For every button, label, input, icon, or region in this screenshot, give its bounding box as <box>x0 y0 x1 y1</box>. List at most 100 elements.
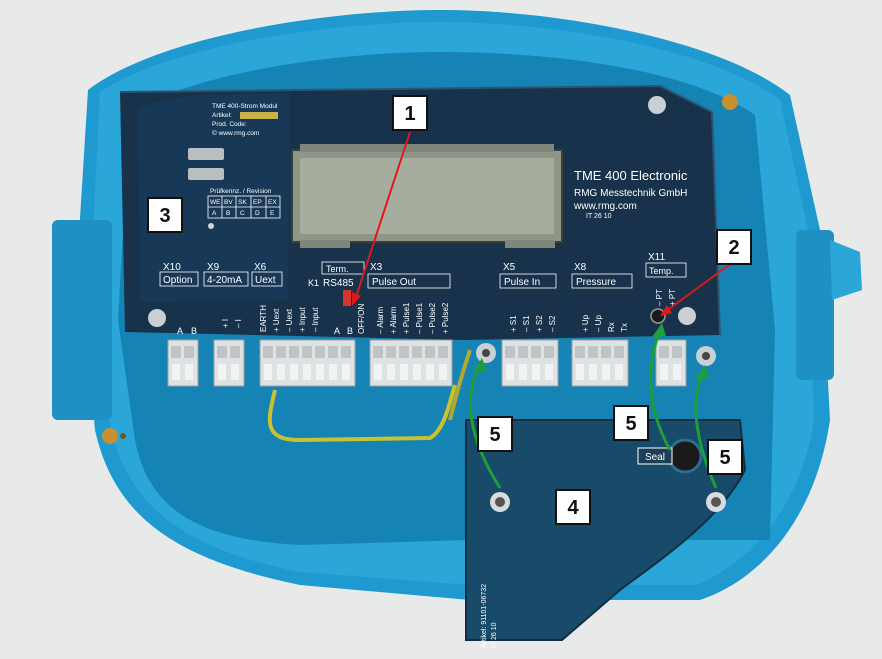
terminal-x3[interactable] <box>369 339 453 387</box>
terminal-clamp[interactable] <box>672 346 682 358</box>
terminal-clamp[interactable] <box>171 346 181 358</box>
svg-text:X10: X10 <box>163 262 181 273</box>
terminal-slot <box>342 364 350 380</box>
cover-plate: Seal Artikel: 91101-06732 IT 26 10 <box>465 419 747 648</box>
terminal-clamp[interactable] <box>505 346 515 358</box>
svg-text:Tx: Tx <box>620 323 629 332</box>
terminal-clamp[interactable] <box>575 346 585 358</box>
terminal-slot <box>400 364 408 380</box>
terminal-slot <box>660 364 668 380</box>
svg-text:X3: X3 <box>370 262 383 273</box>
terminal-slot <box>576 364 584 380</box>
pcb-screw <box>148 309 166 327</box>
terminal-x5[interactable] <box>501 339 559 387</box>
connector-labels: X10 Option A B X9 4-20mA + I – I X6 Uext… <box>159 252 687 336</box>
terminal-slot <box>545 364 553 380</box>
svg-text:– Up: – Up <box>594 315 603 332</box>
terminal-slot <box>172 364 180 380</box>
svg-text:– S2: – S2 <box>548 315 557 332</box>
terminal-x10[interactable] <box>167 339 199 387</box>
svg-text:B: B <box>347 326 353 336</box>
terminal-clamp[interactable] <box>263 346 273 358</box>
svg-text:C: C <box>240 210 245 217</box>
terminal-slot <box>602 364 610 380</box>
svg-text:X11: X11 <box>648 252 665 263</box>
svg-text:Term.: Term. <box>326 264 349 274</box>
svg-text:EX: EX <box>268 199 277 206</box>
svg-text:+ Input: + Input <box>298 307 307 332</box>
terminal-clamp[interactable] <box>588 346 598 358</box>
terminal-clamp[interactable] <box>315 346 325 358</box>
svg-text:+ S1: + S1 <box>509 315 518 332</box>
terminal-clamp[interactable] <box>601 346 611 358</box>
terminal-clamp[interactable] <box>659 346 669 358</box>
terminal-x8[interactable] <box>571 339 629 387</box>
terminal-slot <box>673 364 681 380</box>
terminal-clamp[interactable] <box>425 346 435 358</box>
seal-hole <box>667 438 703 474</box>
terminal-clamp[interactable] <box>386 346 396 358</box>
callout-1: 1 <box>392 95 428 131</box>
terminal-clamp[interactable] <box>531 346 541 358</box>
svg-text:2: 2 <box>728 237 739 259</box>
svg-text:4: 4 <box>567 497 579 519</box>
terminal-clamp[interactable] <box>328 346 338 358</box>
terminal-x6-k1-rs485[interactable] <box>259 339 356 387</box>
svg-text:+ Pulse1: + Pulse1 <box>402 302 411 334</box>
cover-article: Artikel: 91101-06732 <box>481 584 488 648</box>
terminal-clamp[interactable] <box>184 346 194 358</box>
seal-label: Seal <box>645 452 665 463</box>
brand-title: TME 400 Electronic <box>574 168 688 183</box>
svg-text:+ Uext: + Uext <box>272 308 281 332</box>
svg-text:A: A <box>334 326 340 336</box>
terminal-clamp[interactable] <box>289 346 299 358</box>
terminal-slot <box>532 364 540 380</box>
terminal-clamp[interactable] <box>276 346 286 358</box>
terminal-x9[interactable] <box>213 339 245 387</box>
temp-cable-gland <box>650 308 666 324</box>
terminal-clamp[interactable] <box>373 346 383 358</box>
terminal-slot <box>387 364 395 380</box>
callout-5-right: 5 <box>707 439 743 475</box>
svg-text:K1: K1 <box>308 278 319 288</box>
svg-text:WE: WE <box>210 199 221 206</box>
ground-wire <box>267 384 457 443</box>
svg-text:RS485: RS485 <box>323 278 354 289</box>
svg-text:– Pulse1: – Pulse1 <box>415 302 424 334</box>
lcd-display <box>291 144 563 248</box>
rs485-termination-switch[interactable] <box>343 290 351 306</box>
svg-text:+ I: + I <box>221 319 230 328</box>
sockets <box>476 343 716 366</box>
terminal-clamp[interactable] <box>399 346 409 358</box>
terminal-clamp[interactable] <box>341 346 351 358</box>
terminal-x11[interactable] <box>655 339 687 387</box>
module-copyright: © www.rmg.com <box>212 129 259 137</box>
svg-text:BV: BV <box>224 199 233 206</box>
terminal-clamp[interactable] <box>518 346 528 358</box>
svg-text:+ Alarm: + Alarm <box>389 306 398 334</box>
svg-text:– Uext: – Uext <box>285 308 294 332</box>
svg-text:EARTH: EARTH <box>259 305 268 332</box>
terminal-clamp[interactable] <box>614 346 624 358</box>
svg-text:OFF/ON: OFF/ON <box>357 304 366 334</box>
svg-text:EP: EP <box>253 199 262 206</box>
terminal-clamp[interactable] <box>302 346 312 358</box>
svg-text:+ S2: + S2 <box>535 315 544 332</box>
terminal-slot <box>329 364 337 380</box>
svg-text:– Input: – Input <box>311 307 320 332</box>
terminal-clamp[interactable] <box>412 346 422 358</box>
terminal-clamp[interactable] <box>230 346 240 358</box>
svg-text:Pulse Out: Pulse Out <box>372 277 416 288</box>
svg-text:X8: X8 <box>574 262 587 273</box>
cover-code: IT 26 10 <box>491 622 498 648</box>
svg-text:+ PT: + PT <box>668 289 677 306</box>
terminal-clamp[interactable] <box>217 346 227 358</box>
terminal-slot <box>290 364 298 380</box>
svg-text:Pulse In: Pulse In <box>504 277 540 288</box>
svg-text:5: 5 <box>719 447 730 469</box>
terminal-slot <box>277 364 285 380</box>
terminal-clamp[interactable] <box>544 346 554 358</box>
svg-text:– Alarm: – Alarm <box>376 307 385 334</box>
module-artikel: Artikel: <box>212 112 232 119</box>
terminal-clamp[interactable] <box>438 346 448 358</box>
